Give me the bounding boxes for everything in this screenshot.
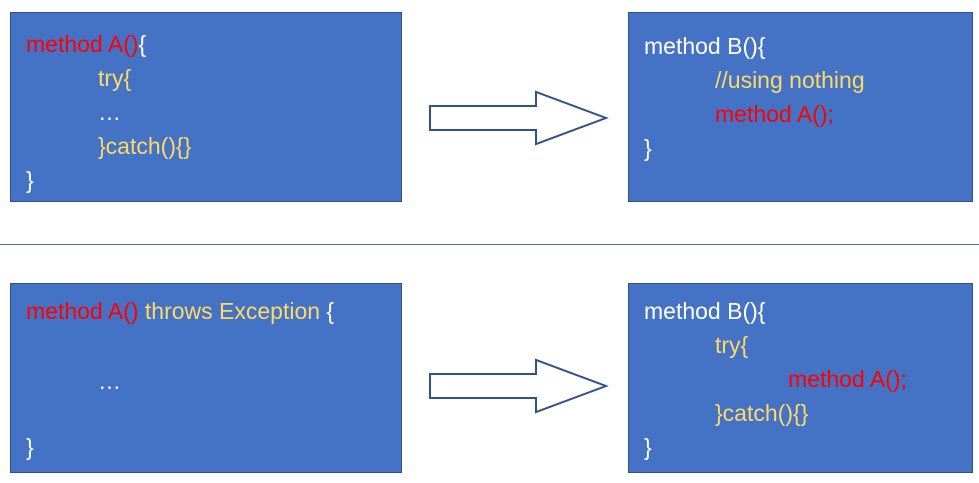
right-arrow-icon [429, 90, 609, 146]
code-line-ellipsis: … [98, 99, 121, 125]
code-box-method-a-throws: method A() throws Exception { … } [10, 283, 402, 473]
code-box-method-b-using-nothing: method B(){ //using nothing method A(); … [628, 12, 973, 202]
code-line-close-brace: } [644, 434, 652, 460]
open-brace: { [138, 31, 147, 57]
code-line-catch: }catch(){} [98, 133, 192, 159]
method-a-signature: method A() [26, 31, 139, 57]
code-line-try: try{ [715, 332, 749, 358]
section-divider [0, 244, 979, 245]
code-line-signature: method A() throws Exception { [26, 294, 334, 328]
code-line-call-method-a: method A(); [715, 101, 834, 127]
throws-exception-clause: throws Exception [138, 298, 321, 324]
code-line-call-method-a: method A(); [788, 366, 907, 392]
code-line-close-brace: } [644, 135, 652, 161]
code-line-close-brace: } [26, 434, 34, 460]
code-box-method-b-try-catch: method B(){ try{ method A(); }catch(){} … [628, 283, 973, 473]
code-line-comment: //using nothing [715, 67, 865, 93]
code-box-method-a-try-catch: method A(){ try{ … }catch(){} } [10, 12, 402, 202]
method-a-signature: method A() [26, 298, 139, 324]
code-line-signature: method B(){ [644, 33, 766, 59]
right-arrow-icon [429, 358, 609, 414]
code-line-try: try{ [98, 65, 132, 91]
code-line-close-brace: } [26, 167, 34, 193]
open-brace: { [320, 298, 335, 324]
code-line-ellipsis: … [98, 368, 121, 394]
code-line-catch: }catch(){} [715, 400, 809, 426]
code-line-signature: method B(){ [644, 298, 766, 324]
code-line-signature: method A(){ [26, 27, 146, 61]
